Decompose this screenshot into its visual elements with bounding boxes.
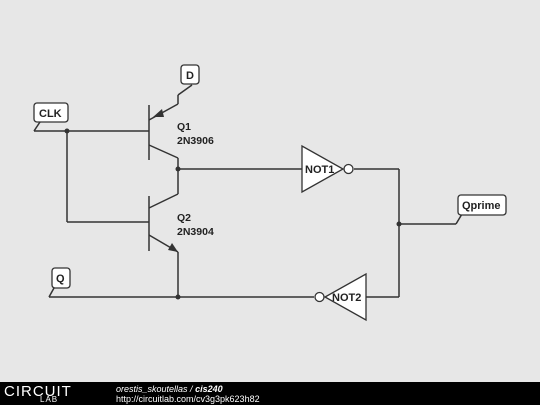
junction-dots [64,128,402,300]
transistor-q2[interactable] [148,193,179,253]
not1-label: NOT1 [305,164,334,176]
author-name[interactable]: orestis_skoutellas [116,384,188,394]
transistor-q1[interactable] [148,103,179,160]
q2-name: Q2 [177,212,191,224]
circuit-schematic: NOT1 NOT2 Q1 2N3906 Q2 2N3904 CLK D Q Qp… [33,64,507,322]
q-label-text: Q [56,273,65,285]
q2-part: 2N3904 [177,226,214,238]
circuitlab-logo[interactable]: CIRCUIT [4,383,72,400]
net-label-q[interactable]: Q [48,267,71,298]
not2-label: NOT2 [332,292,361,304]
circuitlab-logo-sub: LAB [40,395,59,404]
credit-separator: / [187,384,196,394]
footer-bar: CIRCUIT LAB orestis_skoutellas / cis240 … [0,382,540,405]
gate-not2[interactable]: NOT2 [314,272,367,322]
d-label-text: D [186,70,194,82]
q1-name: Q1 [177,121,191,133]
net-label-d[interactable]: D [180,64,200,85]
clk-label-text: CLK [39,108,62,120]
wires [34,84,456,298]
qprime-label-text: Qprime [462,200,501,212]
net-label-clk[interactable]: CLK [33,102,69,132]
circuit-url[interactable]: http://circuitlab.com/cv3g3pk623h82 [116,394,260,404]
project-name[interactable]: cis240 [195,384,223,394]
credit-line: orestis_skoutellas / cis240 [116,384,223,394]
q1-part: 2N3906 [177,135,214,147]
net-label-qprime[interactable]: Qprime [455,194,507,225]
gate-not1[interactable]: NOT1 [301,144,354,194]
